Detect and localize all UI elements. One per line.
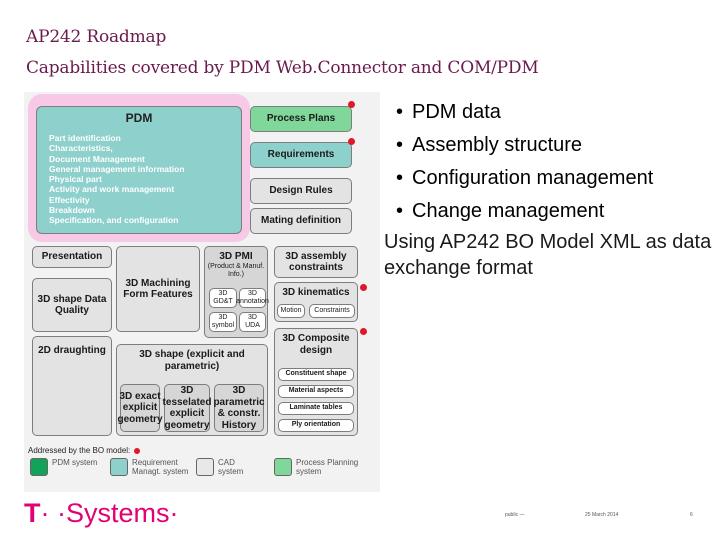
- presentation-box: Presentation: [32, 246, 112, 268]
- slide-title: AP242 Roadmap: [26, 27, 167, 47]
- logo-t: T: [24, 498, 41, 528]
- legend-title-text: Addressed by the BO model:: [28, 446, 131, 455]
- bullet-item: • Configuration management: [384, 162, 653, 195]
- laminate-tables-box: Laminate tables: [278, 402, 354, 415]
- capability-diagram: PDM Part identification Characteristics,…: [24, 92, 380, 492]
- legend-label: CAD system: [218, 458, 244, 476]
- footer-classification: public —: [505, 512, 525, 518]
- bullet-text: Change management: [412, 200, 605, 222]
- shape-parametric-box: 3D parametric & constr. History: [213, 384, 265, 432]
- t-systems-logo: T· ·Systems·: [24, 498, 179, 529]
- machining-box: 3D Machining Form Features: [116, 246, 200, 332]
- legend-label: Process Planning system: [296, 458, 359, 476]
- constituent-shape-box: Constituent shape: [278, 368, 354, 381]
- design-rules-box: Design Rules: [250, 178, 352, 204]
- material-aspects-box: Material aspects: [278, 385, 354, 398]
- pdm-item: Effectivity: [49, 194, 90, 205]
- legend-label: PDM system: [52, 458, 98, 467]
- pdm-item: General management information: [49, 163, 185, 174]
- pdm-item: Document Management: [49, 153, 145, 164]
- shape-tesselated-box: 3D tesselated explicit geometry: [162, 384, 212, 432]
- pdm-item: Characteristics,: [49, 143, 113, 154]
- bullet-mark: •: [396, 134, 404, 156]
- pdm-title: PDM: [125, 111, 153, 125]
- pmi-title: 3D PMI: [219, 251, 253, 262]
- pdm-item: Specification, and configuration: [49, 215, 179, 226]
- bullet-text: PDM data: [412, 101, 501, 123]
- pmi-subtitle: (Product & Manuf. Info.): [207, 262, 265, 278]
- bullet-text: Assembly structure: [412, 134, 583, 156]
- requirements-box: Requirements: [250, 142, 352, 168]
- composite-box: 3D Composite design: [274, 328, 358, 436]
- legend-item-cad: CAD system: [196, 458, 258, 476]
- pdm-item: Activity and work management: [49, 184, 175, 195]
- bullet-item: • Change management: [384, 195, 653, 228]
- legend-title: Addressed by the BO model:: [28, 446, 141, 455]
- pdm-list: Part identification Characteristics, Doc…: [49, 133, 185, 226]
- logo-rest: · ·Systems·: [40, 498, 179, 528]
- page-number: 6: [690, 512, 693, 518]
- draughting-box: 2D draughting: [32, 336, 112, 436]
- assembly-constraints-box: 3D assembly constraints: [274, 246, 358, 278]
- bullet-mark: •: [396, 200, 404, 222]
- motion-box: Motion: [277, 304, 305, 318]
- legend-label: Requirement Managt. system: [132, 458, 189, 476]
- process-plans-box: Process Plans: [250, 106, 352, 132]
- legend-swatch: [274, 458, 292, 476]
- mating-definition-box: Mating definition: [250, 208, 352, 234]
- pmi-symbol-box: 3D symbol: [209, 312, 237, 332]
- legend-marker-dot: [134, 447, 141, 454]
- pdm-item: Breakdown: [49, 205, 95, 216]
- pdm-box: PDM Part identification Characteristics,…: [36, 106, 242, 234]
- footer-date: 25 March 2014: [585, 512, 619, 518]
- constraints-box: Constraints: [309, 304, 355, 318]
- marker-dot: [348, 101, 355, 108]
- legend-item-requirement: Requirement Managt. system: [110, 458, 202, 476]
- marker-dot: [360, 328, 367, 335]
- bullet-list: • PDM data • Assembly structure • Configura…: [384, 96, 653, 228]
- shape-exact-box: 3D exact explicit geometry: [118, 384, 163, 432]
- pmi-gdt-box: 3D GD&T: [209, 288, 237, 308]
- marker-dot: [348, 138, 355, 145]
- ply-orientation-box: Ply orientation: [278, 419, 354, 432]
- shape-title: 3D shape (explicit and parametric): [139, 349, 245, 372]
- bullet-mark: •: [396, 167, 404, 189]
- composite-title: 3D Composite design: [282, 333, 350, 356]
- slide-subtitle: Capabilities covered by PDM Web.Connecto…: [26, 58, 539, 78]
- shape-quality-box: 3D shape Data Quality: [32, 278, 112, 332]
- legend-swatch: [30, 458, 48, 476]
- marker-dot: [360, 284, 367, 291]
- pdm-item: Physical part: [49, 174, 102, 185]
- bullet-text: Configuration management: [412, 167, 654, 189]
- legend-swatch: [196, 458, 214, 476]
- data-exchange-note: Using AP242 BO Model XML as data exchang…: [384, 231, 712, 279]
- legend-swatch: [110, 458, 128, 476]
- kinematics-title: 3D kinematics: [282, 287, 350, 298]
- bullet-item: • Assembly structure: [384, 129, 653, 162]
- legend-item-process-planning: Process Planning system: [274, 458, 376, 476]
- bullet-mark: •: [396, 101, 404, 123]
- pmi-annotation-box: 3D annotation: [236, 288, 269, 308]
- bullet-item: • PDM data: [384, 96, 653, 129]
- pmi-uda-box: 3D UDA: [239, 312, 266, 332]
- pdm-item: Part identification: [49, 133, 121, 143]
- legend-item-pdm: PDM system: [30, 458, 104, 476]
